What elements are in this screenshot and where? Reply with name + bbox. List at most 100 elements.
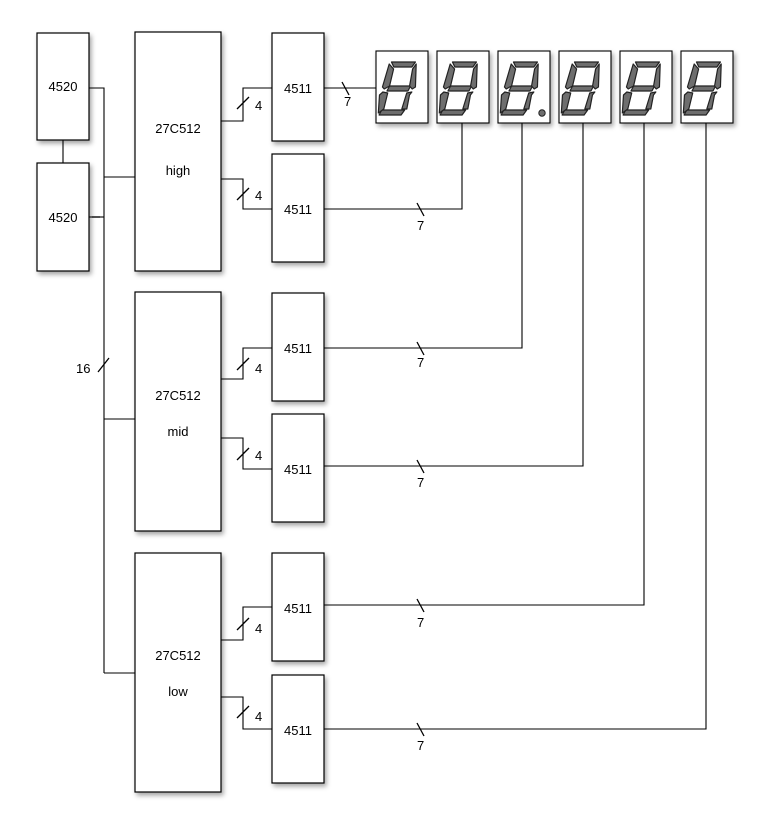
digit-3-segment-c — [523, 91, 535, 110]
decoder-2-out-tick — [416, 202, 425, 217]
decoder-4-out-tick — [416, 459, 425, 474]
digit-6-segment-a — [695, 61, 722, 68]
digit-2-segment-g — [447, 85, 473, 92]
eprom-low: 27C512 low — [134, 552, 222, 793]
counter-1-output-wire — [89, 87, 105, 177]
eprom-low-part-label: 27C512 — [155, 648, 201, 663]
digit-5 — [619, 50, 673, 124]
decoder-3-out-tick — [416, 341, 425, 356]
decoder-5-out-tick — [416, 598, 425, 613]
digit-5-segment-a — [634, 61, 661, 68]
digit-3-segment-b — [530, 63, 539, 90]
digit-1-segment-d — [378, 109, 406, 116]
decoder-chip-3: 4511 — [271, 292, 325, 402]
decoder-1-out-tick — [341, 81, 350, 96]
bus-width-ticks — [92, 81, 425, 737]
digit-2-segment-d — [439, 109, 467, 116]
digit-2-segment-c — [462, 91, 474, 110]
digit-3-segment-a — [512, 61, 539, 68]
digit-1-segment-g — [386, 85, 412, 92]
decoder-3-in-width-label: 4 — [255, 361, 262, 376]
decoder-6-in-width-label: 4 — [255, 709, 262, 724]
decoder-4-in-tick — [236, 447, 250, 461]
digit-3-segment-e — [499, 91, 511, 114]
decoder-4-label: 4511 — [284, 462, 312, 477]
decoder-chip-2: 4511 — [271, 153, 325, 263]
digit-5-segment-b — [652, 63, 661, 90]
digit-6-segment-b — [713, 63, 722, 90]
low-to-decoder-6-wire — [220, 696, 272, 730]
decoder-5-in-width-label: 4 — [255, 621, 262, 636]
decoder-chip-1: 4511 — [271, 32, 325, 142]
decoder-5-out-width-label: 7 — [417, 615, 424, 630]
eprom-high-name-label: high — [166, 163, 191, 178]
digit-2-segment-b — [469, 63, 478, 90]
eprom-mid: 27C512 mid — [134, 291, 222, 532]
decoder-chip-5: 4511 — [271, 552, 325, 662]
digit-1 — [375, 50, 429, 124]
eprom-high-part-label: 27C512 — [155, 121, 201, 136]
decoder-3-label: 4511 — [284, 341, 312, 356]
digit-4 — [558, 50, 612, 124]
digit-6-segment-c — [706, 91, 718, 110]
digit-4-segment-b — [591, 63, 600, 90]
decoder-2-out-width-label: 7 — [417, 218, 424, 233]
digit-4-segment-g — [569, 85, 595, 92]
decoder-2-in-width-label: 4 — [255, 188, 262, 203]
decoder-2-in-tick — [236, 187, 250, 201]
decoder-4-in-width-label: 4 — [255, 448, 262, 463]
digit-5-segment-e — [621, 91, 633, 114]
digit-6-segment-d — [683, 109, 711, 116]
digit-4-segment-c — [584, 91, 596, 110]
digit-6-segment-f — [686, 63, 700, 90]
low-to-decoder-5-wire — [220, 606, 272, 641]
digit-3-segment-d — [500, 109, 528, 116]
decoder-6-label: 4511 — [284, 723, 312, 738]
eprom-mid-part-label: 27C512 — [155, 388, 201, 403]
decoder-6-in-tick — [236, 705, 250, 719]
decoder-1-in-width-label: 4 — [255, 98, 262, 113]
digit-2-segment-a — [451, 61, 478, 68]
decoder-3-out-width-label: 7 — [417, 355, 424, 370]
counter-2-label: 4520 — [49, 210, 78, 225]
decoder-3-to-digit-3-wire — [324, 123, 523, 349]
digit-1-segment-a — [390, 61, 417, 68]
digit-3-segment-g — [508, 85, 534, 92]
decoder-1-out-width-label: 7 — [344, 94, 351, 109]
decoder-1-label: 4511 — [284, 81, 312, 96]
eprom-high: 27C512 high — [134, 31, 222, 272]
decoder-6-out-tick — [416, 722, 425, 737]
digit-4-segment-e — [560, 91, 572, 114]
mid-to-decoder-4-wire — [220, 437, 272, 470]
decoder-5-to-digit-5-wire — [324, 123, 645, 606]
decoder-6-to-digit-6-wire — [324, 123, 707, 730]
digit-5-segment-f — [625, 63, 639, 90]
eprom-low-name-label: low — [168, 684, 188, 699]
decoder-2-label: 4511 — [284, 202, 312, 217]
bus-width-labels: 16 4 4 4 4 4 4 7 7 7 7 7 7 — [76, 94, 424, 753]
high-to-decoder-1-wire — [220, 87, 272, 122]
digit-3 — [497, 50, 551, 124]
decoder-chip-6: 4511 — [271, 674, 325, 784]
digit-1-segment-e — [377, 91, 389, 114]
seven-segment-display — [375, 50, 734, 124]
digit-4-segment-a — [573, 61, 600, 68]
high-to-decoder-2-wire — [220, 178, 272, 210]
digit-2 — [436, 50, 490, 124]
counter-chip-1: 4520 — [36, 32, 90, 141]
decoder-chip-4: 4511 — [271, 413, 325, 523]
mid-to-decoder-3-wire — [220, 347, 272, 380]
digit-5-segment-c — [645, 91, 657, 110]
digit-6-segment-e — [682, 91, 694, 114]
bus-16-tick — [97, 357, 110, 373]
address-bus-width-label: 16 — [76, 361, 90, 376]
digit-2-segment-e — [438, 91, 450, 114]
counter-chip-2: 4520 — [36, 162, 90, 272]
decoder-1-in-tick — [236, 96, 250, 110]
decoder-5-label: 4511 — [284, 601, 312, 616]
decimal-point — [538, 109, 546, 117]
digit-1-segment-f — [381, 63, 395, 90]
decoder-6-out-width-label: 7 — [417, 738, 424, 753]
decoder-4-to-digit-4-wire — [324, 123, 584, 467]
